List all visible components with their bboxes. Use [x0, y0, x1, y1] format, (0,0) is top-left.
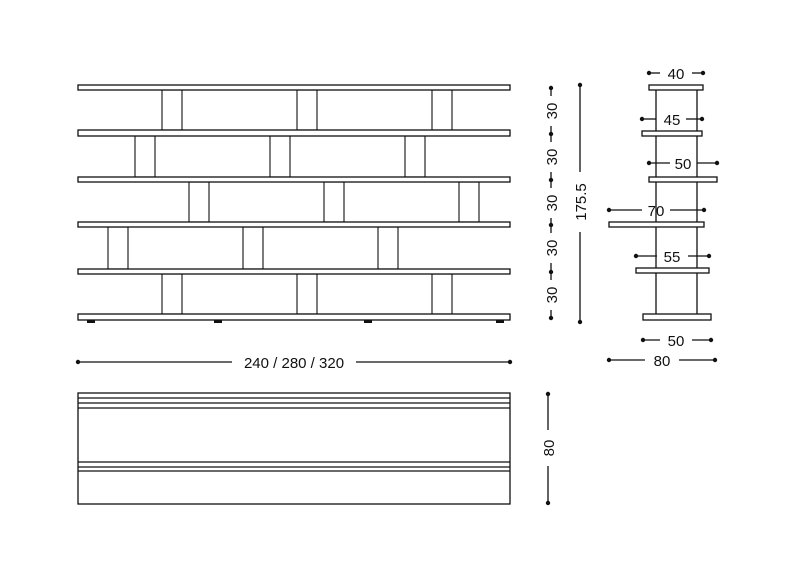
shelf-spacing-dimensions: 30 30 30 30 30	[542, 85, 561, 321]
total-height-label: 175.5	[573, 183, 590, 221]
front-view-shelves	[77, 84, 511, 321]
side-depth-label-55: 55	[664, 249, 681, 266]
front-view-posts	[107, 89, 480, 315]
top-depth-dimension: 80	[541, 391, 558, 506]
shelf-spacing-label-1: 30	[544, 103, 561, 120]
side-depth-dim-70: 70	[606, 203, 707, 220]
side-depth-dim-50: 50	[646, 156, 720, 173]
side-base-inner-label: 50	[668, 333, 685, 350]
side-depth-label-40: 40	[668, 66, 685, 83]
side-base-outer-label: 80	[654, 353, 671, 370]
width-dimension: 240 / 280 / 320	[75, 355, 513, 372]
total-height-dimension: 175.5	[573, 82, 590, 325]
shelf-spacing-label-2: 30	[544, 149, 561, 166]
side-depth-dim-55: 55	[633, 249, 712, 266]
shelf-spacing-label-5: 30	[544, 287, 561, 304]
side-base-inner-dim: 50	[640, 333, 714, 350]
shelf-spacing-label-4: 30	[544, 240, 561, 257]
side-depth-label-70: 70	[648, 203, 665, 220]
side-depth-dim-45: 45	[639, 112, 705, 129]
front-view-feet	[87, 320, 504, 323]
top-view	[77, 392, 511, 505]
width-dimension-label: 240 / 280 / 320	[244, 355, 344, 372]
side-depth-label-50: 50	[675, 156, 692, 173]
front-view	[77, 84, 511, 323]
top-depth-label: 80	[541, 440, 558, 457]
side-depth-dim-40: 40	[646, 66, 706, 83]
shelf-spacing-label-3: 30	[544, 195, 561, 212]
side-view: 40 45 50 70 55	[606, 66, 720, 370]
side-depth-label-45: 45	[664, 112, 681, 129]
side-base-outer-dim: 80	[606, 353, 718, 370]
